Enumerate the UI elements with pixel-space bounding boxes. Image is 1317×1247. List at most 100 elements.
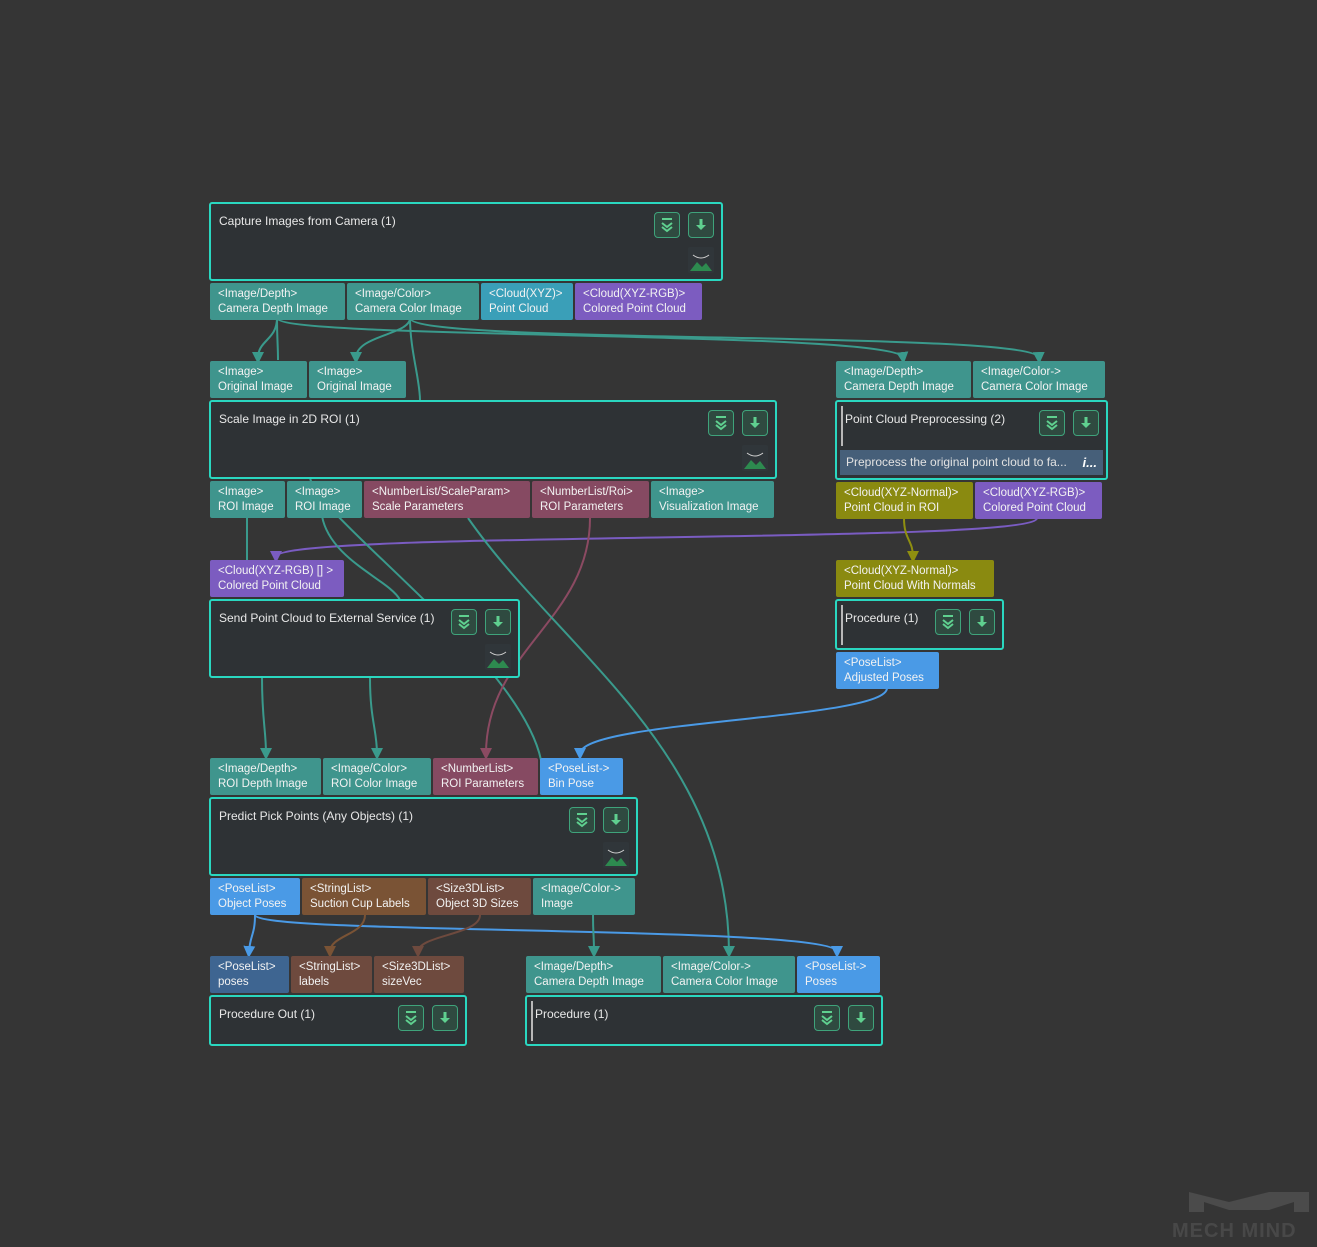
node-title: Procedure Out (1)	[219, 1007, 316, 1021]
port-roi-parameters[interactable]: <NumberList/Roi>ROI Parameters	[532, 481, 649, 518]
debug-output-button[interactable]	[742, 410, 768, 436]
node-procedure-out[interactable]: Procedure Out (1)	[209, 995, 467, 1046]
debug-output-button[interactable]	[969, 609, 995, 635]
collapse-button[interactable]	[1039, 410, 1065, 436]
wire-capture-color-to-scale	[350, 317, 411, 364]
wire-capture-color-to-preproc	[409, 317, 1045, 364]
node-title: Scale Image in 2D ROI (1)	[219, 412, 360, 426]
debug-output-button[interactable]	[688, 212, 714, 238]
debug-output-button[interactable]	[603, 807, 629, 833]
port-visualization-image[interactable]: <Image>Visualization Image	[651, 481, 774, 518]
node-predict-pick-points[interactable]: Predict Pick Points (Any Objects) (1)	[209, 797, 638, 876]
debug-output-button[interactable]	[432, 1005, 458, 1031]
port-suction-cup-labels[interactable]: <StringList>Suction Cup Labels	[302, 878, 426, 915]
collapse-button[interactable]	[654, 212, 680, 238]
mech-mind-logo: MECH MIND	[1170, 1188, 1315, 1243]
port-adjusted-poses[interactable]: <PoseList>Adjusted Poses	[836, 652, 939, 689]
image-viewer-thumbnail[interactable]	[688, 247, 714, 273]
port-predict-roi-parameters[interactable]: <NumberList>ROI Parameters	[433, 758, 538, 795]
port-preproc-colored-point-cloud[interactable]: <Cloud(XYZ-RGB)>Colored Point Cloud	[975, 482, 1102, 519]
wire-color-to-predict	[369, 677, 383, 760]
port-roi-image-1[interactable]: <Image>ROI Image	[210, 481, 285, 518]
wire-preproc-rgb-to-send	[270, 517, 1038, 563]
node-title: Procedure (1)	[535, 1007, 609, 1021]
port-point-cloud[interactable]: <Cloud(XYZ)>Point Cloud	[481, 283, 573, 320]
port-proc-camera-depth-image[interactable]: <Image/Depth>Camera Depth Image	[526, 956, 661, 993]
double-chevron-down-icon	[576, 813, 588, 828]
node-procedure-bottom[interactable]: Procedure (1)	[525, 995, 883, 1046]
port-roi-depth-image[interactable]: <Image/Depth>ROI Depth Image	[210, 758, 321, 795]
port-preproc-camera-color-image[interactable]: <Image/Color->Camera Color Image	[973, 361, 1105, 398]
port-out-labels[interactable]: <StringList>labels	[291, 956, 372, 993]
port-roi-color-image[interactable]: <Image/Color>ROI Color Image	[323, 758, 431, 795]
wire-depth-to-predict	[259, 677, 272, 760]
port-object-3d-sizes[interactable]: <Size3DList>Object 3D Sizes	[428, 878, 531, 915]
port-bin-pose[interactable]: <PoseList->Bin Pose	[540, 758, 623, 795]
port-colored-point-cloud[interactable]: <Cloud(XYZ-RGB)>Colored Point Cloud	[575, 283, 702, 320]
download-arrow-icon	[750, 417, 760, 428]
double-chevron-down-icon	[942, 615, 954, 630]
landscape-image-icon	[690, 254, 712, 271]
double-chevron-down-icon	[458, 615, 470, 630]
collapse-button[interactable]	[935, 609, 961, 635]
double-chevron-down-icon	[661, 218, 673, 233]
port-object-poses[interactable]: <PoseList>Object Poses	[210, 878, 300, 915]
port-scale-parameters[interactable]: <NumberList/ScaleParam>Scale Parameters	[364, 481, 530, 518]
image-viewer-thumbnail[interactable]	[603, 842, 629, 868]
node-title: Capture Images from Camera (1)	[219, 214, 396, 228]
node-capture-images[interactable]: Capture Images from Camera (1)	[209, 202, 723, 281]
double-chevron-down-icon	[821, 1011, 833, 1026]
double-chevron-down-icon	[715, 416, 727, 431]
port-point-cloud-with-normals[interactable]: <Cloud(XYZ-Normal)>Point Cloud With Norm…	[836, 560, 994, 597]
node-send-point-cloud[interactable]: Send Point Cloud to External Service (1)	[209, 599, 520, 678]
debug-output-button[interactable]	[1073, 410, 1099, 436]
download-arrow-icon	[611, 814, 621, 825]
port-point-cloud-in-roi[interactable]: <Cloud(XYZ-Normal)>Point Cloud in ROI	[836, 482, 973, 519]
node-title: Send Point Cloud to External Service (1)	[219, 611, 435, 625]
wire-poses-to-procedure	[254, 914, 843, 958]
port-out-sizevec[interactable]: <Size3DList>sizeVec	[374, 956, 464, 993]
collapse-button[interactable]	[569, 807, 595, 833]
collapse-button[interactable]	[814, 1005, 840, 1031]
port-camera-depth-image[interactable]: <Image/Depth>Camera Depth Image	[210, 283, 345, 320]
node-scale-image-roi[interactable]: Scale Image in 2D ROI (1)	[209, 400, 777, 479]
landscape-image-icon	[605, 849, 627, 866]
node-title: Point Cloud Preprocessing (2)	[845, 412, 1006, 426]
download-arrow-icon	[440, 1012, 450, 1023]
collapse-button[interactable]	[451, 609, 477, 635]
collapse-button[interactable]	[398, 1005, 424, 1031]
landscape-image-icon	[487, 651, 509, 668]
wire-capture-depth-to-preproc	[276, 317, 909, 364]
procedure-marker	[531, 1001, 533, 1041]
download-arrow-icon	[1081, 417, 1091, 428]
collapse-button[interactable]	[708, 410, 734, 436]
port-camera-color-image[interactable]: <Image/Color>Camera Color Image	[347, 283, 479, 320]
node-procedure-right[interactable]: Procedure (1)	[835, 599, 1004, 650]
image-viewer-thumbnail[interactable]	[485, 644, 511, 670]
port-predict-image[interactable]: <Image/Color->Image	[533, 878, 635, 915]
download-arrow-icon	[977, 616, 987, 627]
node-point-cloud-preprocessing[interactable]: Point Cloud Preprocessing (2) Preprocess…	[835, 400, 1108, 480]
image-viewer-thumbnail[interactable]	[742, 445, 768, 471]
port-preproc-camera-depth-image[interactable]: <Image/Depth>Camera Depth Image	[836, 361, 971, 398]
node-description: Preprocess the original point cloud to f…	[840, 450, 1103, 475]
port-out-poses[interactable]: <PoseList>poses	[210, 956, 289, 993]
download-arrow-icon	[493, 616, 503, 627]
wire-sizes-to-out	[412, 914, 481, 958]
port-original-image-2[interactable]: <Image>Original Image	[309, 361, 406, 398]
wire-capture-depth-to-scale	[252, 317, 278, 364]
port-proc-poses[interactable]: <PoseList->Poses	[797, 956, 880, 993]
procedure-marker	[841, 605, 843, 645]
port-original-image-1[interactable]: <Image>Original Image	[210, 361, 307, 398]
info-icon[interactable]: i...	[1082, 455, 1097, 470]
port-proc-camera-color-image[interactable]: <Image/Color->Camera Color Image	[663, 956, 795, 993]
debug-output-button[interactable]	[485, 609, 511, 635]
wire-preproc-norm-to-procedure	[903, 517, 919, 563]
port-roi-image-2[interactable]: <Image>ROI Image	[287, 481, 362, 518]
port-send-colored-point-cloud[interactable]: <Cloud(XYZ-RGB) [] >Colored Point Cloud	[210, 560, 344, 597]
logo-text: MECH MIND	[1172, 1220, 1297, 1242]
wire-poses-to-out	[243, 914, 256, 958]
debug-output-button[interactable]	[848, 1005, 874, 1031]
